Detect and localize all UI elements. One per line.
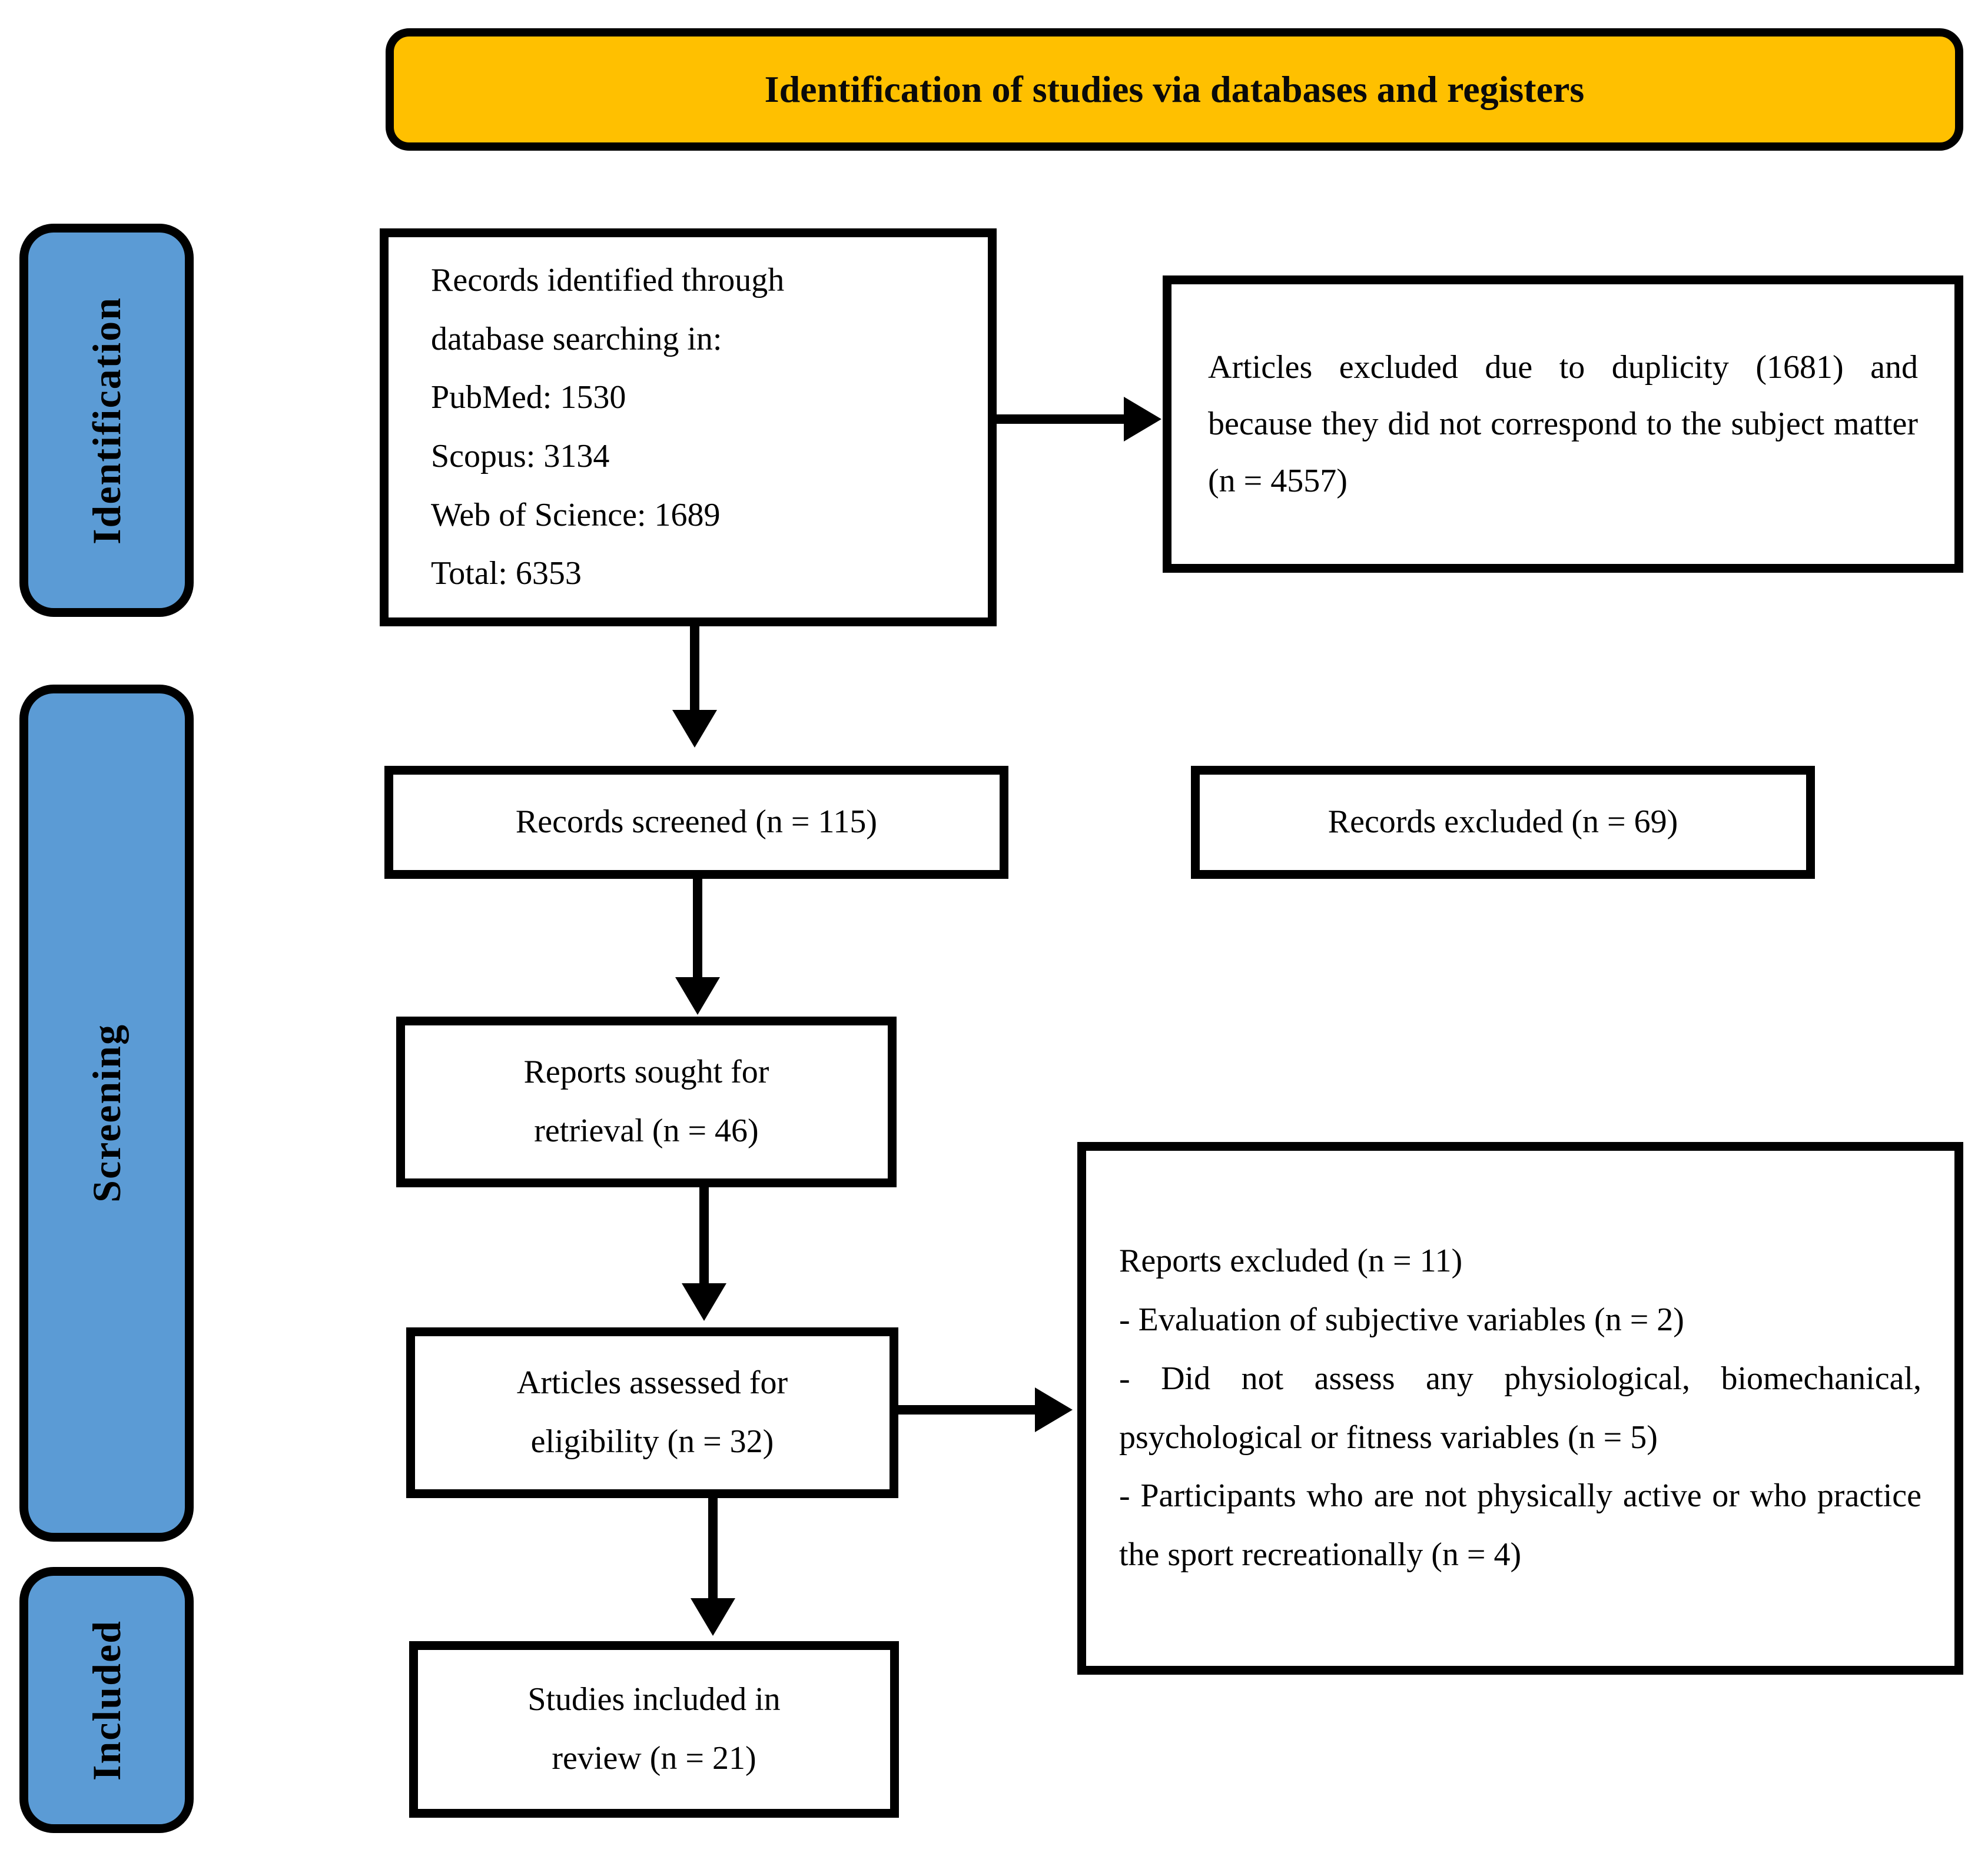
box-studies-included: Studies included in review (n = 21) (409, 1641, 899, 1818)
articles-assessed-line: Articles assessed for (516, 1364, 788, 1402)
arrow-head-icon (1124, 397, 1161, 441)
studies-included-line: Studies included in (527, 1681, 781, 1718)
box-articles-excluded-duplicity: Articles excluded due to duplicity (1681… (1163, 275, 1963, 573)
records-identified-line: Scopus: 3134 (431, 438, 610, 474)
arrow-stem (708, 1498, 718, 1601)
reports-excluded-reason: - Participants who are not physically ac… (1119, 1478, 1921, 1573)
stage-included: Included (19, 1567, 194, 1833)
records-identified-line: PubMed: 1530 (431, 379, 626, 416)
banner-identification-of-studies: Identification of studies via databases … (386, 28, 1963, 151)
box-records-identified: Records identified through database sear… (380, 228, 997, 626)
banner-title: Identification of studies via databases … (764, 68, 1585, 110)
arrow-stem (898, 1405, 1038, 1415)
arrow-stem (693, 879, 702, 980)
records-screened-label: Records screened (n = 115) (515, 804, 878, 841)
reports-sought-line: Reports sought for (523, 1054, 769, 1091)
studies-included-line: review (n = 21) (552, 1740, 756, 1777)
arrow-stem (997, 414, 1127, 424)
arrow-head-icon (691, 1598, 735, 1636)
arrow-head-icon (675, 977, 720, 1015)
arrow-stem (699, 1187, 709, 1286)
box-articles-assessed: Articles assessed for eligibility (n = 3… (406, 1327, 898, 1498)
stage-screening-label: Screening (84, 1024, 129, 1203)
box-reports-sought: Reports sought for retrieval (n = 46) (396, 1017, 897, 1187)
stage-identification-label: Identification (84, 296, 129, 544)
articles-excluded-text: Articles excluded due to duplicity (1681… (1208, 349, 1918, 499)
stage-screening: Screening (19, 685, 194, 1542)
box-records-excluded: Records excluded (n = 69) (1191, 766, 1815, 879)
reports-excluded-title: Reports excluded (n = 11) (1119, 1243, 1463, 1280)
records-excluded-label: Records excluded (n = 69) (1327, 804, 1678, 841)
box-records-screened: Records screened (n = 115) (384, 766, 1008, 879)
reports-excluded-reason: - Evaluation of subjective variables (n … (1119, 1301, 1684, 1339)
arrow-head-icon (682, 1283, 726, 1321)
reports-sought-line: retrieval (n = 46) (534, 1113, 759, 1149)
reports-excluded-reason: - Did not assess any physiological, biom… (1119, 1360, 1921, 1456)
stage-identification: Identification (19, 224, 194, 617)
arrow-head-icon (672, 710, 717, 748)
records-identified-line: Total: 6353 (431, 555, 582, 592)
records-identified-line: Web of Science: 1689 (431, 496, 721, 533)
arrow-head-icon (1035, 1387, 1073, 1432)
box-reports-excluded: Reports excluded (n = 11) - Evaluation o… (1077, 1142, 1963, 1675)
stage-included-label: Included (84, 1619, 129, 1781)
arrow-stem (690, 626, 699, 713)
records-identified-line: Records identified through (431, 261, 785, 298)
articles-assessed-line: eligibility (n = 32) (530, 1423, 774, 1460)
records-identified-line: database searching in: (431, 320, 722, 357)
